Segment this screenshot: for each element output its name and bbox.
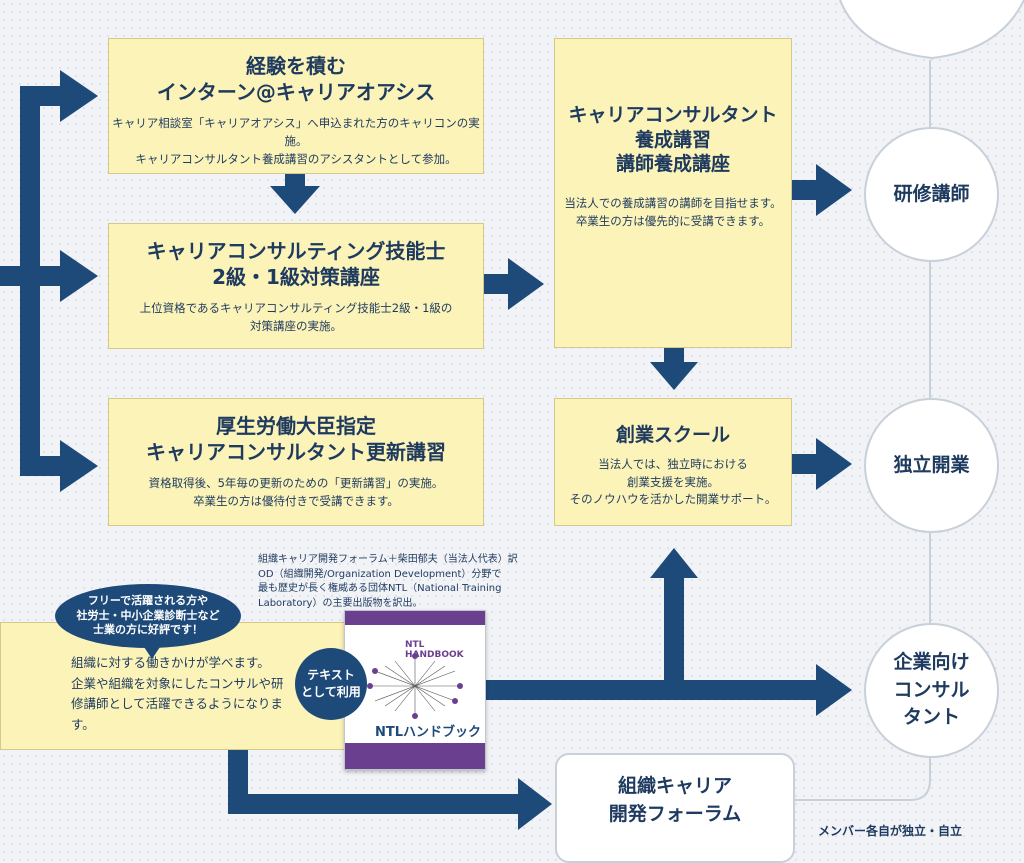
box-internship: 経験を積むインターン@キャリアオアシス キャリア相談室「キャリアオアシス」へ申込… — [108, 38, 484, 174]
badge-line: テキスト — [307, 668, 355, 683]
book-band-bottom — [345, 743, 485, 769]
node-label: コンサル — [893, 678, 970, 701]
bubble-line: 社労士・中小企業診断士など — [76, 608, 220, 622]
body-line: 資格取得後、5年毎の更新のための「更新講習」の実施。 — [148, 476, 444, 490]
bubble-line: フリーで活躍される方や — [87, 593, 209, 607]
body-line: 創業支援を実施。 — [627, 474, 719, 489]
box-title: キャリアコンサルタント養成講習講師養成講座 — [555, 103, 791, 177]
forum-title: 組織キャリア開発フォーラム — [557, 773, 793, 828]
speech-bubble: フリーで活躍される方や 社労士・中小企業診断士など 士業の方に好評です！ — [55, 584, 241, 659]
box-body: キャリア相談室「キャリアオアシス」へ申込まれた方のキャリコンの実施。キャリアコン… — [109, 115, 483, 168]
title-line: インターン@キャリアオアシス — [156, 80, 436, 104]
title-line: 厚生労働大臣指定 — [216, 414, 376, 438]
body-line: 組織に対する働きかけが学べます。 — [71, 655, 270, 670]
bubble-line: 士業の方に好評です！ — [93, 623, 203, 637]
body-line: 卒業生の方は優待付きで受講できます。 — [193, 493, 399, 508]
node-independent: 独立開業 — [864, 398, 999, 533]
node-label: タント — [902, 706, 960, 729]
title-line: 講師養成講座 — [615, 153, 730, 176]
book-band — [345, 611, 485, 625]
body-line: そのノウハウを活かした開業サポート。 — [569, 492, 777, 507]
body-line: 対策講座の実施。 — [250, 318, 342, 333]
node-corporate-consultant: 企業向けコンサルタント — [864, 623, 999, 758]
body-line: 卒業生の方は優先的に受講できます。 — [575, 213, 771, 228]
title-line: 開発フォーラム — [608, 802, 742, 825]
title-line: 組織キャリア — [617, 775, 732, 797]
network-graphic-icon — [367, 653, 463, 719]
body-line: 企業や組織を対象にしたコンサルや研 — [71, 675, 284, 691]
box-body: 組織に対する働きかけが学べます。企業や組織を対象にしたコンサルや研修講師として活… — [71, 653, 291, 736]
note-line: 最も歴史が長く権威ある団体NTL（National Training — [258, 583, 502, 594]
title-line: 2級・1級対策講座 — [212, 265, 380, 289]
bottom-note: メンバー各自が独立・自立 — [818, 824, 963, 838]
box-renewal-course: 厚生労働大臣指定キャリアコンサルタント更新講習 資格取得後、5年毎の更新のための… — [108, 398, 484, 526]
translation-note: 組織キャリア開発フォーラム＋柴田郁夫（当法人代表）訳 OD（組織開発/Organ… — [258, 553, 558, 611]
box-title: 創業スクール — [615, 424, 730, 446]
box-title: 経験を積むインターン@キャリアオアシス — [109, 53, 483, 105]
box-startup-school: 創業スクール 当法人では、独立時における創業支援を実施。そのノウハウを活かした開… — [554, 398, 792, 526]
body-line: 修講師として活躍できるようになります。 — [71, 696, 283, 732]
node-trainer: 研修講師 — [864, 127, 999, 262]
badge-line: として利用 — [301, 685, 361, 699]
note-line: Laboratory）の主要出版物を訳出。 — [258, 597, 423, 609]
title-line: キャリアコンサルタント更新講習 — [146, 440, 446, 464]
note-line: OD（組織開発/Organization Development）分野で — [258, 568, 502, 580]
box-body: 資格取得後、5年毎の更新のための「更新講習」の実施。卒業生の方は優待付きで受講で… — [109, 475, 483, 511]
box-body: 上位資格であるキャリアコンサルティング技能士2級・1級の対策講座の実施。 — [109, 300, 483, 336]
forum-box: 組織キャリア開発フォーラム — [555, 753, 795, 863]
body-line: 当法人での養成講習の講師を目指せます。 — [564, 196, 782, 211]
title-line: 経験を積む — [246, 54, 346, 78]
node-label: 独立開業 — [893, 453, 970, 476]
title-line: 養成講習 — [634, 128, 711, 151]
box-instructor-course: キャリアコンサルタント養成講習講師養成講座 当法人での養成講習の講師を目指せます… — [554, 38, 792, 348]
ntl-handbook-cover: NTL HANDBOOK NTLハンドブック — [344, 610, 486, 770]
box-body: 当法人での養成講習の講師を目指せます。卒業生の方は優先的に受講できます。 — [555, 195, 791, 231]
book-title-jp: NTLハンドブック — [375, 725, 482, 740]
title-line: キャリアコンサルタント — [568, 104, 778, 126]
node-label: 研修講師 — [893, 182, 970, 205]
node-label: 企業向け — [893, 651, 970, 674]
book-title-en: NTL HANDBOOK — [405, 640, 464, 660]
body-line: 上位資格であるキャリアコンサルティング技能士2級・1級の — [139, 301, 453, 315]
box-body: 当法人では、独立時における創業支援を実施。そのノウハウを活かした開業サポート。 — [555, 456, 791, 509]
note-line: 組織キャリア開発フォーラム＋柴田郁夫（当法人代表）訳 — [258, 554, 518, 565]
text-use-badge: テキスト として利用 — [295, 648, 367, 720]
title-line: キャリアコンサルティング技能士 — [146, 239, 446, 263]
body-line: キャリアコンサルタント養成講習のアシスタントとして参加。 — [135, 151, 457, 166]
body-line: キャリア相談室「キャリアオアシス」へ申込まれた方のキャリコンの実施。 — [112, 116, 480, 148]
box-title: 厚生労働大臣指定キャリアコンサルタント更新講習 — [109, 413, 483, 465]
body-line: 当法人では、独立時における — [598, 456, 748, 471]
